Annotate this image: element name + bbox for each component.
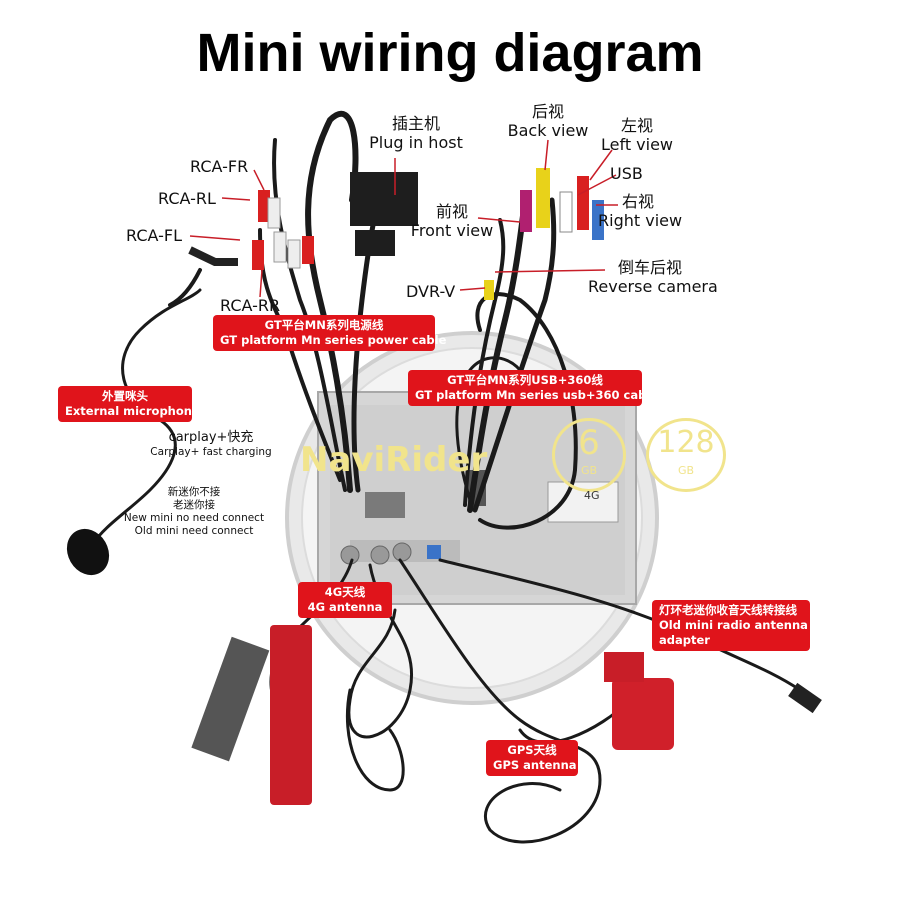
- label-left-cn: 左视: [620, 116, 653, 135]
- label-usb: USB: [610, 164, 643, 183]
- label-front-en: Front view: [410, 221, 494, 240]
- label-carplay: carplay+快充 Carplay+ fast charging: [146, 430, 276, 459]
- watermark-badge-ram-value: 6: [578, 423, 600, 463]
- callout-power-en: GT platform Mn series power cable: [220, 333, 447, 347]
- callout-gps-en: GPS antenna: [493, 758, 577, 772]
- callout-radio-adapter: 灯环老迷你收音天线转接线 Old mini radio antenna adap…: [652, 600, 810, 651]
- label-dvr: DVR-V: [406, 282, 456, 301]
- watermark-brand: NaviRider: [300, 440, 488, 480]
- label-back-cn: 后视: [531, 102, 564, 121]
- microphone: [66, 528, 110, 576]
- watermark-badge-storage-unit: GB: [677, 464, 695, 477]
- label-rca-rl: RCA-RL: [158, 189, 216, 208]
- callout-radio-en2: adapter: [659, 633, 710, 647]
- callout-usb360-cable: GT平台MN系列USB+360线 GT platform Mn series u…: [408, 370, 659, 406]
- device-net-mark: 4G: [584, 489, 600, 502]
- label-mini-connect: 新迷你不接 老迷你接 New mini no need connect Old …: [122, 486, 266, 538]
- callout-radio-cn: 灯环老迷你收音天线转接线: [659, 603, 797, 617]
- label-mini-cn1: 新迷你不接: [167, 486, 221, 498]
- label-right-cn: 右视: [622, 192, 655, 211]
- label-plug-cn: 插主机: [391, 114, 440, 133]
- label-front-cn: 前视: [435, 202, 468, 221]
- label-mini-en2: Old mini need connect: [134, 525, 254, 537]
- watermark-badge-ram-unit: GB: [580, 464, 598, 477]
- watermark-badge-storage-value: 128: [657, 425, 715, 460]
- label-mini-en1: New mini no need connect: [123, 512, 265, 524]
- label-back-en: Back view: [507, 121, 589, 140]
- label-front-view: 前视 Front view: [406, 202, 498, 240]
- label-mini-cn2: 老迷你接: [173, 499, 215, 511]
- callout-microphone: 外置咪头 External microphone: [58, 386, 200, 422]
- callout-4g-en: 4G antenna: [307, 600, 383, 614]
- label-reverse-en: Reverse camera: [588, 277, 718, 296]
- callout-power-cn: GT平台MN系列电源线: [264, 318, 384, 332]
- callout-usb360-cn: GT平台MN系列USB+360线: [447, 373, 603, 387]
- callout-4g-antenna: 4G天线 4G antenna: [298, 582, 392, 618]
- host-connector: [350, 172, 418, 226]
- label-right-en: Right view: [598, 211, 683, 230]
- label-carplay-cn: carplay+快充: [168, 430, 254, 445]
- antennas: [191, 625, 822, 805]
- cable-bundle: [90, 110, 802, 844]
- page-title: Mini wiring diagram: [196, 23, 704, 83]
- label-left-en: Left view: [600, 135, 674, 154]
- label-right-view: 右视 Right view: [598, 192, 684, 230]
- rca-plugs: [252, 190, 314, 270]
- callout-radio-en1: Old mini radio antenna: [659, 618, 808, 632]
- label-reverse-camera: 倒车后视 Reverse camera: [588, 258, 718, 296]
- label-rca-rr: RCA-RR: [220, 296, 281, 315]
- callout-mic-cn: 外置咪头: [102, 389, 148, 403]
- callout-power-cable: GT平台MN系列电源线 GT platform Mn series power …: [213, 315, 447, 351]
- label-plug-in-host: 插主机 Plug in host: [362, 114, 470, 152]
- watermark-badge-ram: 6 GB: [552, 418, 626, 492]
- label-back-view: 后视 Back view: [502, 102, 594, 140]
- label-rca-fl: RCA-FL: [126, 226, 182, 245]
- callout-mic-en: External microphone: [65, 404, 200, 418]
- label-left-view: 左视 Left view: [592, 116, 682, 154]
- watermark-badge-storage: 128 GB: [646, 418, 726, 492]
- label-rca-fr: RCA-FR: [190, 157, 249, 176]
- callout-4g-cn: 4G天线: [324, 585, 366, 599]
- callout-gps-cn: GPS天线: [507, 743, 557, 757]
- callout-usb360-en: GT platform Mn series usb+360 cable: [415, 388, 659, 402]
- callout-gps-antenna: GPS天线 GPS antenna: [486, 740, 578, 776]
- camera-connectors: [484, 168, 604, 300]
- label-reverse-cn: 倒车后视: [618, 258, 683, 277]
- pointer-lines: [189, 139, 618, 298]
- label-plug-en: Plug in host: [369, 133, 463, 152]
- label-carplay-en: Carplay+ fast charging: [150, 446, 272, 458]
